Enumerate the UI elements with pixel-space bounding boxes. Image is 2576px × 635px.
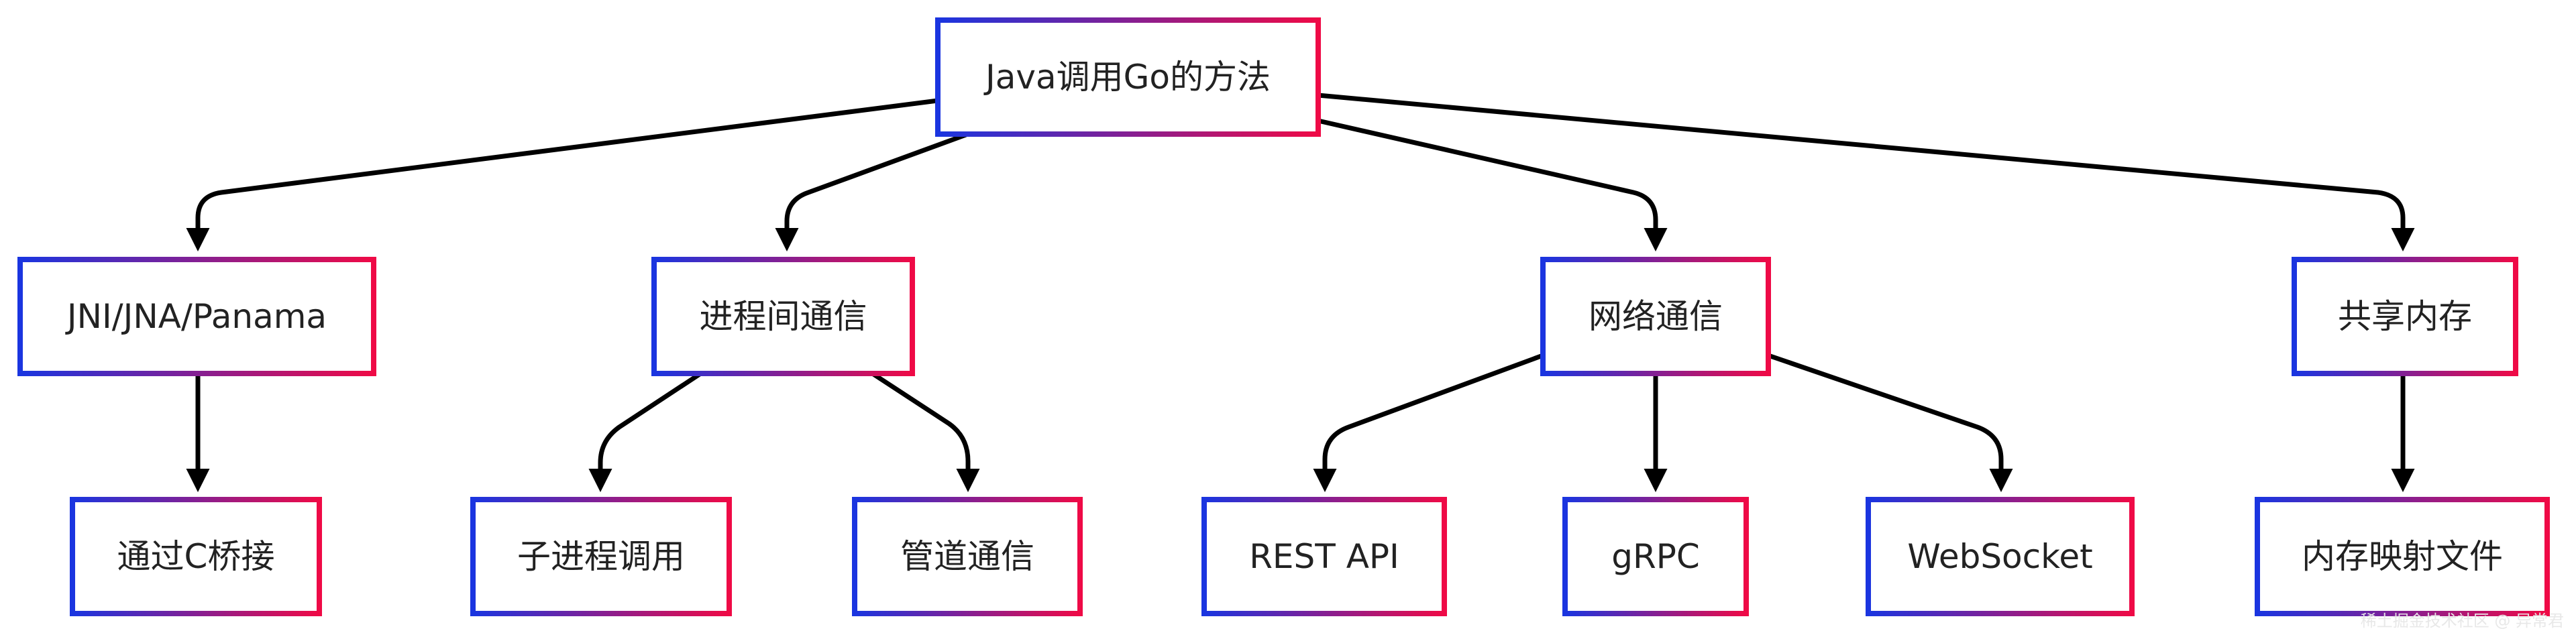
- node-root: Java调用Go的方法: [935, 17, 1321, 137]
- node-grpc: gRPC: [1562, 497, 1749, 616]
- node-jni: JNI/JNA/Panama: [17, 257, 376, 376]
- node-ws-label: WebSocket: [1907, 537, 2092, 576]
- node-mmap-label: 内存映射文件: [2302, 537, 2503, 576]
- node-net-label: 网络通信: [1589, 297, 1723, 336]
- watermark: 稀土掘金技术社区 @ 异常君: [2360, 612, 2564, 630]
- edge-root-to-jni: [186, 98, 938, 251]
- edge-net-to-ws: [1767, 353, 2013, 492]
- node-ipc: 进程间通信: [651, 257, 915, 376]
- node-subprocess-label: 子进程调用: [517, 537, 685, 576]
- edge-ipc-to-pipe: [872, 372, 980, 492]
- node-cbridge-label: 通过C桥接: [117, 537, 275, 576]
- edge-root-to-ipc: [775, 132, 967, 251]
- node-shm: 共享内存: [2292, 257, 2518, 376]
- node-jni-label: JNI/JNA/Panama: [65, 297, 327, 336]
- node-pipe-label: 管道通信: [900, 537, 1034, 576]
- node-grpc-label: gRPC: [1611, 537, 1700, 576]
- node-rest-label: REST API: [1249, 537, 1399, 576]
- node-ws: WebSocket: [1866, 497, 2135, 616]
- node-root-label: Java调用Go的方法: [983, 58, 1271, 97]
- node-pipe: 管道通信: [852, 497, 1083, 616]
- edge-root-to-net: [1318, 118, 1668, 251]
- node-rest: REST API: [1201, 497, 1447, 616]
- edge-net-to-rest: [1313, 353, 1544, 492]
- node-subprocess: 子进程调用: [470, 497, 732, 616]
- edge-ipc-to-subprocess: [588, 372, 701, 492]
- node-mmap: 内存映射文件: [2255, 497, 2550, 616]
- node-cbridge: 通过C桥接: [70, 497, 322, 616]
- node-ipc-label: 进程间通信: [700, 297, 867, 336]
- node-shm-label: 共享内存: [2338, 297, 2472, 336]
- edge-root-to-shm: [1318, 93, 2415, 251]
- node-net: 网络通信: [1540, 257, 1771, 376]
- edges: [186, 93, 2415, 492]
